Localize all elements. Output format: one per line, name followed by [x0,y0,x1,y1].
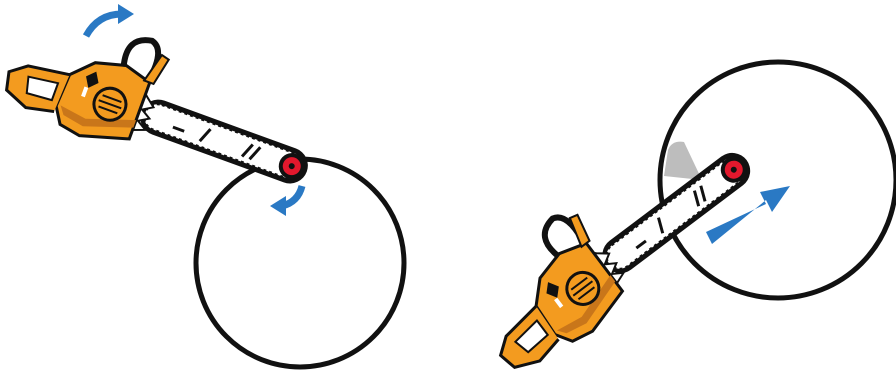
chainsaw-icon [0,0,331,213]
right-panel [454,62,896,377]
left-panel [0,0,404,367]
rotation-arrow-icon [86,4,134,36]
